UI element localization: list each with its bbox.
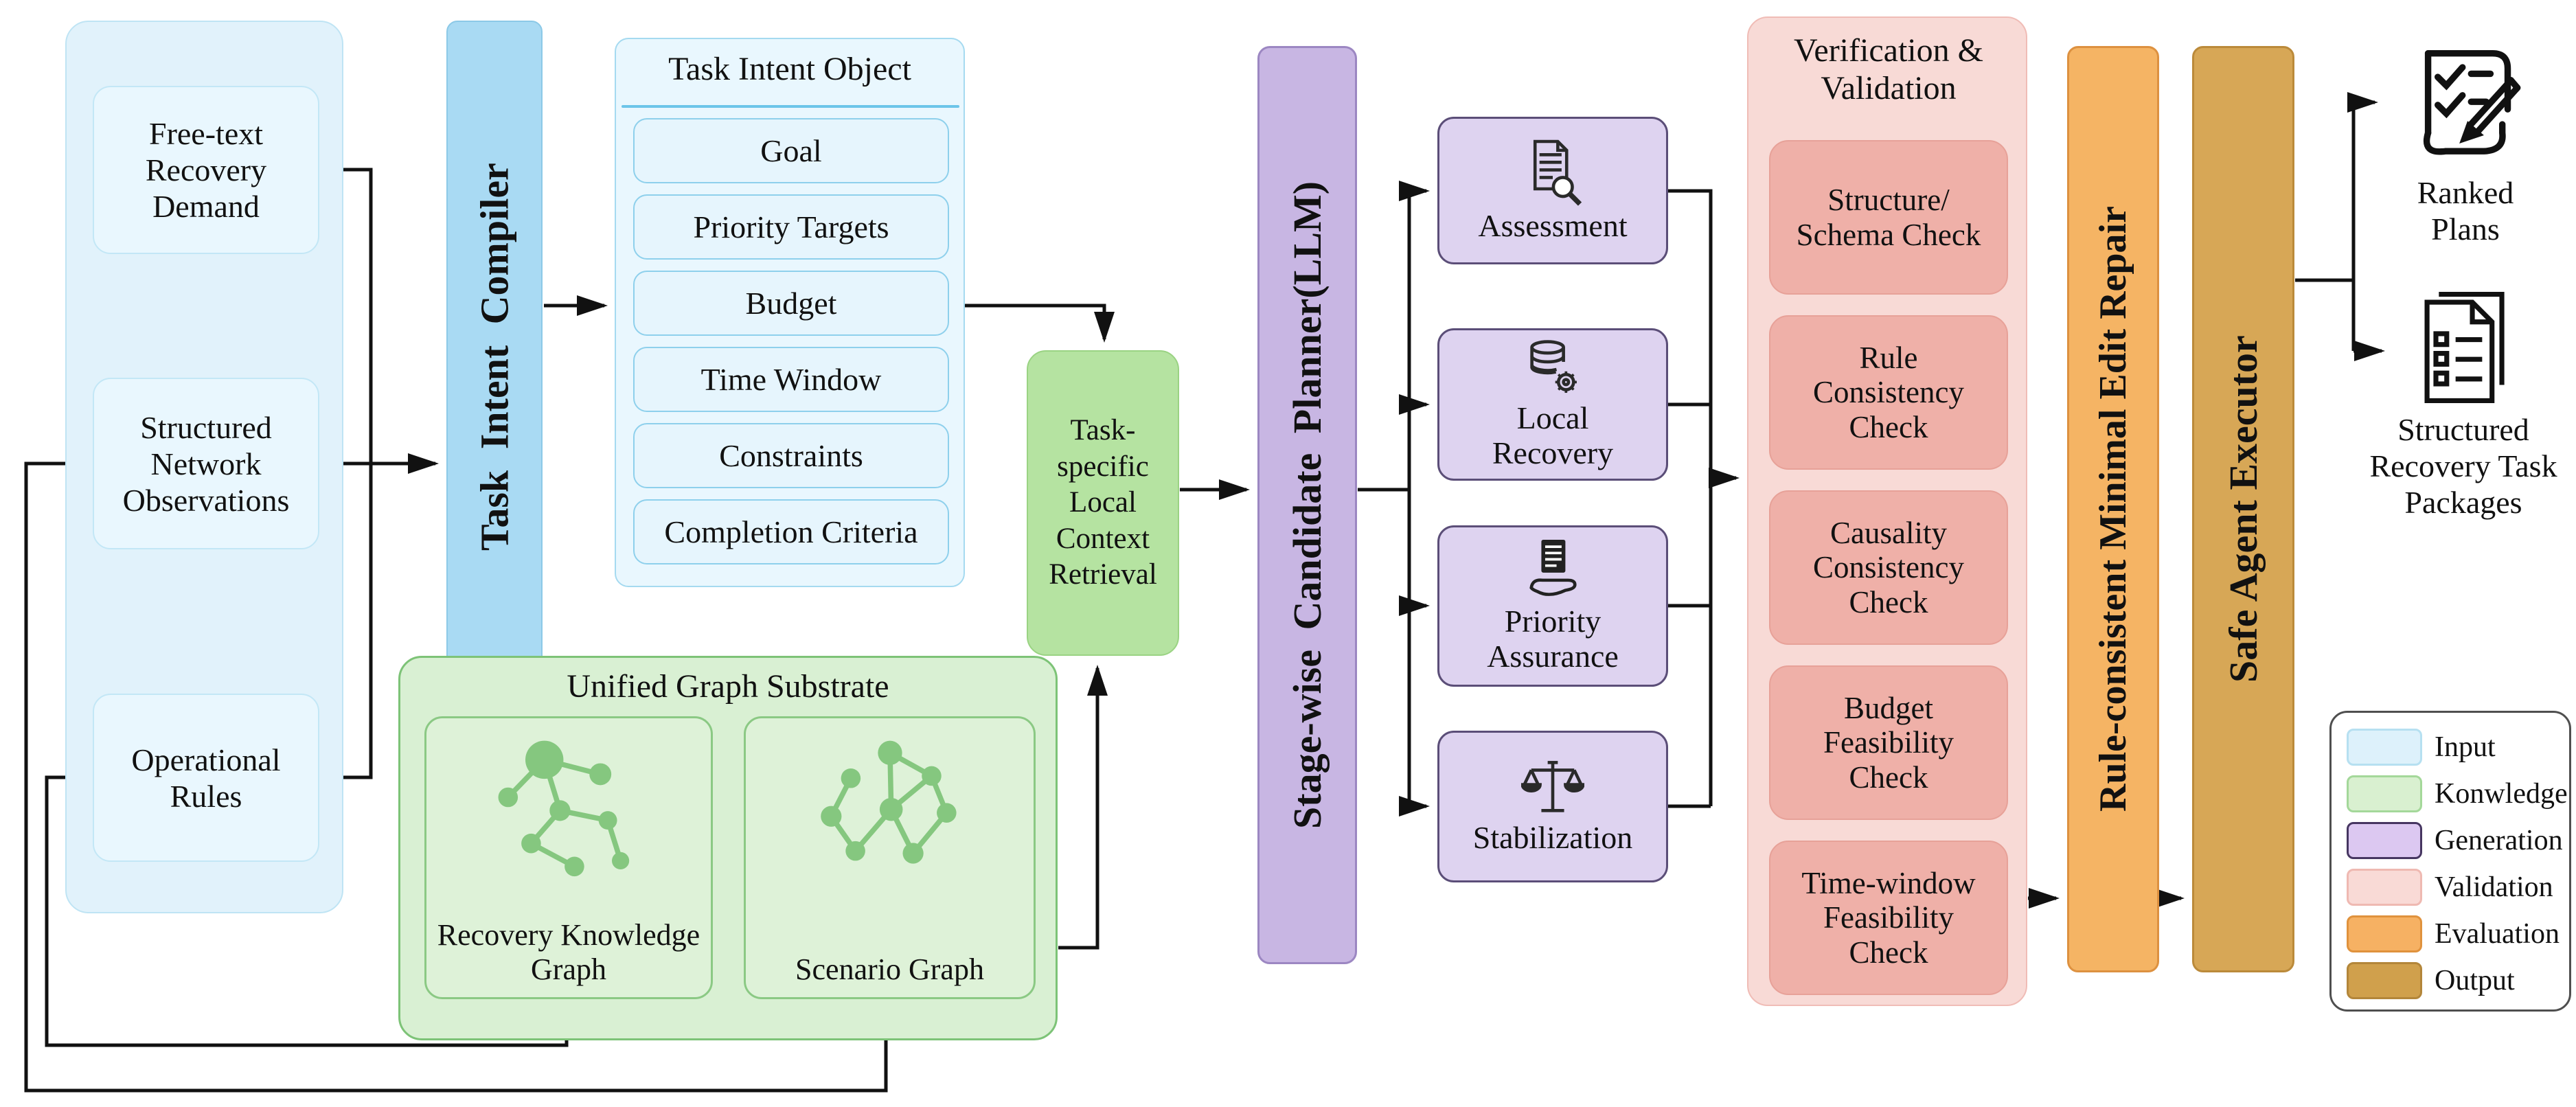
task-package-icon	[2424, 292, 2505, 403]
stage-assessment: Assessment	[1437, 117, 1668, 264]
knowledge-graph-icon	[498, 740, 630, 877]
legend-label: Generation	[2435, 825, 2563, 856]
database-gear-icon	[1530, 340, 1577, 393]
scenario-graph-label: Scenario Graph	[795, 952, 984, 987]
scenario-graph-icon	[820, 740, 957, 864]
output-label: Structured Recovery Task Packages	[2369, 412, 2557, 520]
document-magnifier-icon	[1533, 139, 1582, 206]
title-separator	[622, 105, 959, 108]
legend-label: Evaluation	[2435, 918, 2560, 950]
tio-field-time-window: Time Window	[633, 347, 949, 412]
legend-swatch-input	[2347, 729, 2422, 766]
checklist-pen-icon	[2423, 49, 2521, 155]
stage-label: Assessment	[1478, 208, 1628, 244]
legend-swatch-generation	[2347, 822, 2422, 859]
task-packages-label: Structured Recovery Task Packages	[2357, 412, 2570, 521]
legend-item-output: Output	[2332, 959, 2569, 1003]
legend-label: Input	[2435, 731, 2496, 763]
stage-priority-assurance: Priority Assurance	[1437, 525, 1668, 687]
check-causality-consistency: Causality Consistency Check	[1769, 490, 2008, 645]
ranked-plans-output	[2398, 43, 2535, 172]
input-label: Structured Network Observations	[122, 409, 290, 518]
tio-field-constraints: Constraints	[633, 423, 949, 488]
recovery-knowledge-graph-box: Recovery Knowledge Graph	[424, 716, 713, 999]
repair-label: Rule-consistent Minimal Edit Repair	[2092, 206, 2134, 812]
legend-swatch-knowledge	[2347, 775, 2422, 812]
unified-graph-substrate: Unified Graph Substrate	[398, 656, 1058, 1040]
planner-label: Stage-wise Candidate Planner(LLM)	[1285, 181, 1330, 830]
tio-field-completion-criteria: Completion Criteria	[633, 499, 949, 564]
input-label: Free-text Recovery Demand	[145, 116, 267, 224]
stage-local-recovery: Local Recovery	[1437, 328, 1668, 481]
task-packages-output	[2407, 288, 2524, 407]
stage-label: Local Recovery	[1492, 400, 1614, 470]
check-rule-consistency: Rule Consistency Check	[1769, 315, 2008, 470]
legend-item-evaluation: Evaluation	[2332, 912, 2569, 956]
stage-stabilization: Stabilization	[1437, 731, 1668, 882]
stage-label: Stabilization	[1472, 820, 1633, 856]
knowledge-graph-label: Recovery Knowledge Graph	[437, 917, 700, 987]
legend-swatch-validation	[2347, 869, 2422, 906]
legend-item-knowledge: Konwledge	[2332, 772, 2569, 816]
balance-scale-icon	[1521, 761, 1584, 812]
legend-label: Konwledge	[2435, 778, 2568, 810]
validation-title: Verification & Validation	[1794, 32, 1983, 107]
check-time-window-feasibility: Time-window Feasibility Check	[1769, 841, 2008, 995]
input-label: Operational Rules	[131, 742, 281, 814]
minimal-edit-repair-bar: Rule-consistent Minimal Edit Repair	[2067, 46, 2159, 972]
legend-item-validation: Validation	[2332, 865, 2569, 909]
input-operational-rules: Operational Rules	[93, 694, 319, 862]
graph-substrate-title: Unified Graph Substrate	[567, 668, 889, 705]
legend-label: Validation	[2435, 871, 2553, 903]
legend-item-input: Input	[2332, 725, 2569, 769]
legend-label: Output	[2435, 965, 2515, 996]
scenario-graph-box: Scenario Graph	[744, 716, 1036, 999]
task-intent-object-title: Task Intent Object	[668, 51, 911, 87]
legend: Input Konwledge Generation Validation Ev…	[2329, 711, 2571, 1012]
candidate-planner-bar: Stage-wise Candidate Planner(LLM)	[1257, 46, 1357, 964]
legend-swatch-evaluation	[2347, 915, 2422, 952]
executor-label: Safe Agent Executor	[2221, 335, 2266, 683]
tio-field-goal: Goal	[633, 118, 949, 183]
task-intent-object: Task Intent Object Goal Priority Targets…	[615, 38, 965, 587]
local-context-retrieval: Task-specific Local Context Retrieval	[1027, 350, 1179, 656]
output-label: Ranked Plans	[2417, 175, 2514, 247]
legend-item-generation: Generation	[2332, 819, 2569, 863]
retrieval-label: Task-specific Local Context Retrieval	[1049, 414, 1157, 591]
document-hand-icon	[1529, 539, 1577, 596]
task-intent-compiler-bar: Task Intent Compiler	[446, 21, 543, 694]
tio-field-budget: Budget	[633, 271, 949, 336]
input-free-text-demand: Free-text Recovery Demand	[93, 86, 319, 254]
check-structure-schema: Structure/ Schema Check	[1769, 140, 2008, 295]
tio-field-priority-targets: Priority Targets	[633, 194, 949, 260]
stage-label: Priority Assurance	[1487, 603, 1619, 674]
input-network-observations: Structured Network Observations	[93, 378, 319, 549]
safe-agent-executor-bar: Safe Agent Executor	[2192, 46, 2294, 972]
verification-validation: Verification & Validation Structure/ Sch…	[1747, 16, 2027, 1006]
check-budget-feasibility: Budget Feasibility Check	[1769, 665, 2008, 820]
ranked-plans-label: Ranked Plans	[2383, 175, 2548, 248]
legend-swatch-output	[2347, 962, 2422, 999]
compiler-label: Task Intent Compiler	[472, 163, 517, 551]
